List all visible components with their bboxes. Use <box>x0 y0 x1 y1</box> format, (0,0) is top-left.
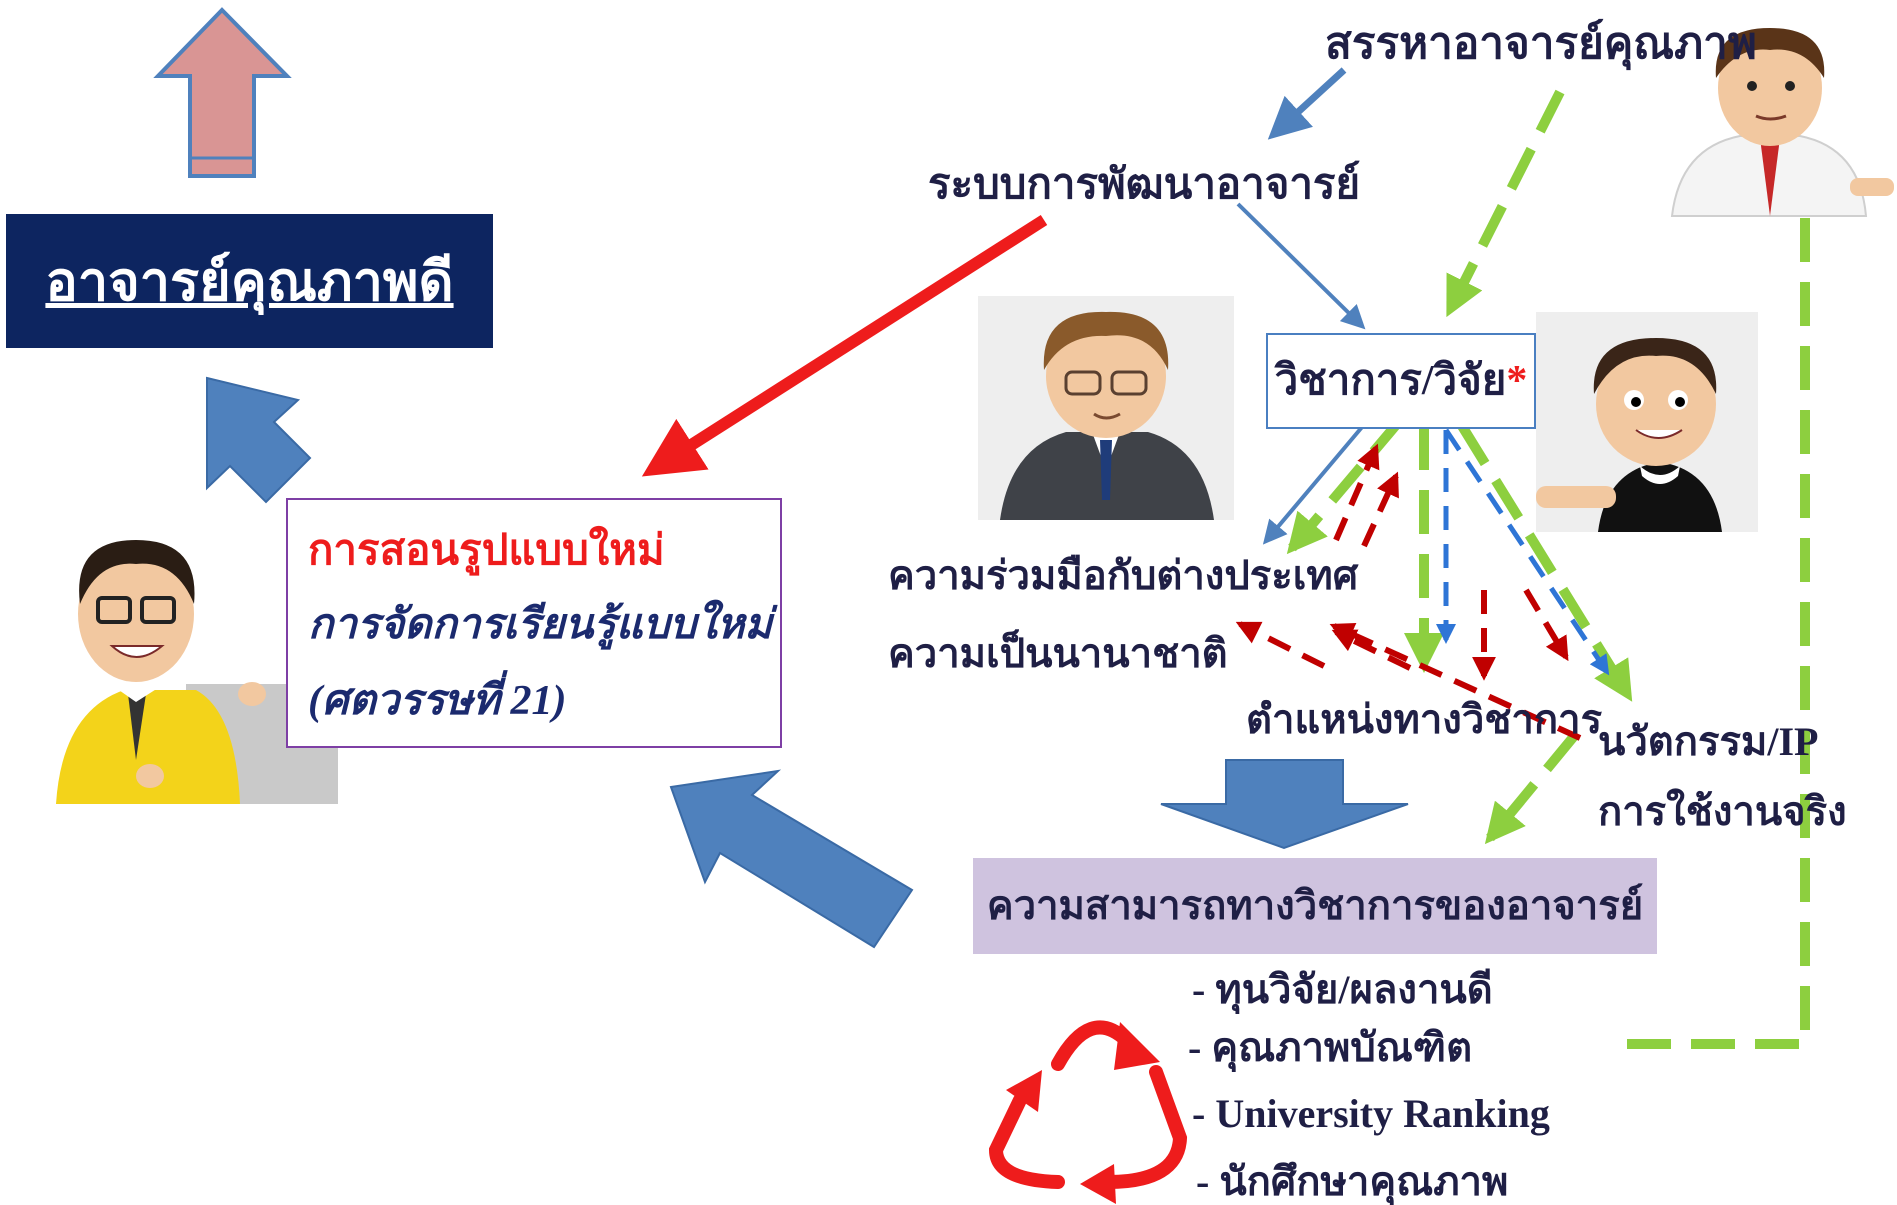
blue-arrow-down <box>1160 759 1409 850</box>
internationality-label: ความเป็นนานาชาติ <box>888 631 1228 676</box>
asterisk-mark: * <box>1506 358 1528 404</box>
title-box: อาจารย์คุณภาพดี <box>6 214 493 348</box>
capability-label: ความสามารถทางวิชาการของอาจารย์ <box>986 883 1644 928</box>
academic-research-box: วิชาการ/วิจัย* <box>1266 333 1536 429</box>
boy-figure <box>1536 312 1758 532</box>
outcome-university-ranking: - University Ranking <box>1192 1091 1550 1136</box>
arrow-recruit-to-dev <box>1267 67 1347 140</box>
dev-system-label: ระบบการพัฒนาอาจารย์ <box>928 162 1361 208</box>
recycle-icon <box>988 1020 1188 1189</box>
innovation-label: นวัตกรรม/IP <box>1598 719 1819 764</box>
teaching-new-style: การสอนรูปแบบใหม่ <box>308 528 665 574</box>
man-tie-figure <box>1660 8 1894 217</box>
blue-arrow-to-teaching <box>669 769 914 949</box>
outcome-research-fund: - ทุนวิจัย/ผลงานดี <box>1192 967 1493 1012</box>
darkred-left-2 <box>1329 623 1582 741</box>
green-academic-to-intl <box>1286 414 1406 555</box>
red-arrow-dev-to-teaching <box>641 214 1048 477</box>
outcome-quality-students: - นักศึกษาคุณภาพ <box>1196 1159 1509 1204</box>
green-academic-to-innovation <box>1457 423 1633 702</box>
arrow-dev-to-academic <box>1236 202 1366 330</box>
twenty-first-century: (ศตวรรษที่ 21) <box>308 678 567 724</box>
green-feedback-loop <box>1608 218 1810 1049</box>
outcome-graduate-quality: - คุณภาพบัณฑิต <box>1188 1025 1473 1070</box>
teacher-glasses-figure <box>978 296 1234 520</box>
academic-research-label: วิชาการ/วิจัย* <box>1275 360 1528 402</box>
pink-up-arrow <box>153 7 292 178</box>
darkred-to-innovation <box>1523 588 1569 662</box>
darkred-left-3 <box>1235 621 1326 669</box>
darkred-up-2 <box>1361 471 1399 548</box>
darkred-up-1 <box>1333 443 1380 542</box>
arrow-academic-to-intl <box>1262 418 1370 545</box>
learning-management-new: การจัดการเรียนรู้แบบใหม่ <box>308 602 773 648</box>
green-recruit-to-academic <box>1445 89 1565 318</box>
recruit-label: สรรหาอาจารย์คุณภาพ <box>1325 19 1757 68</box>
darkred-dashed-arrows <box>1235 443 1582 741</box>
intl-collab-label: ความร่วมมือกับต่างประเทศ <box>888 553 1359 598</box>
diagram-title: อาจารย์คุณภาพดี <box>45 252 454 312</box>
capability-box: ความสามารถทางวิชาการของอาจารย์ <box>973 858 1657 954</box>
blue-arrow-to-title <box>206 376 312 504</box>
darkred-left-1 <box>1331 629 1412 671</box>
green-dashed-arrows <box>1286 89 1810 1049</box>
real-use-label: การใช้งานจริง <box>1598 789 1847 834</box>
academic-research-text: วิชาการ/วิจัย <box>1274 358 1507 404</box>
green-innovation-to-capability <box>1484 731 1579 845</box>
recycle-arrowheads <box>1006 1022 1160 1204</box>
blue-dashed-arrows <box>1436 428 1610 676</box>
teaching-box: การสอนรูปแบบใหม่ การจัดการเรียนรู้แบบใหม… <box>286 498 782 748</box>
bluedash-to-innovation <box>1443 428 1610 676</box>
academic-position-label: ตำแหน่งทางวิชาการ <box>1246 697 1603 742</box>
